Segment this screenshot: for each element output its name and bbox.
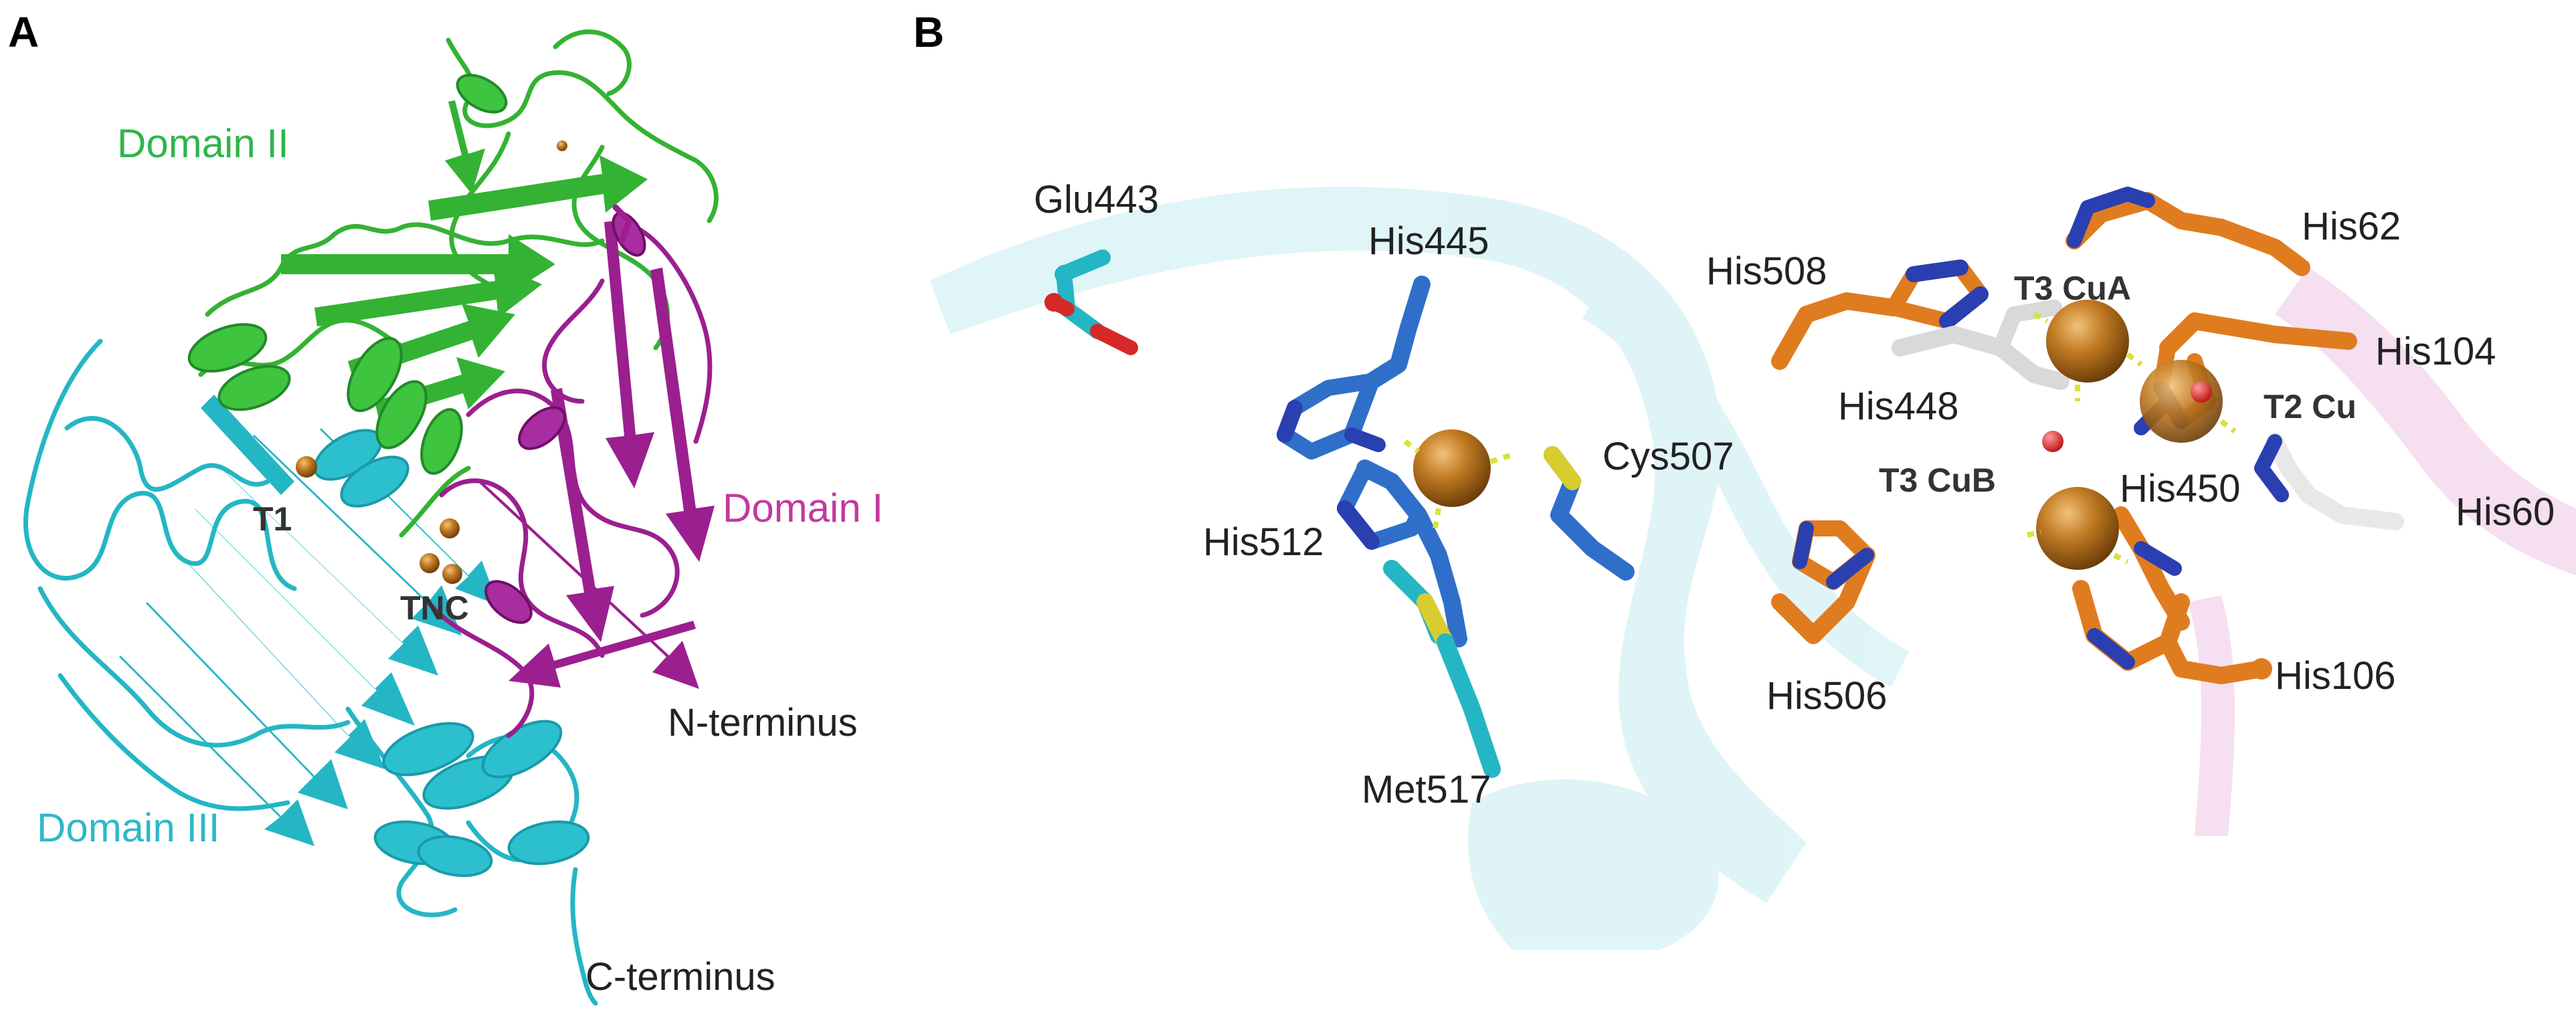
t2-cu-label: T2 Cu	[2264, 388, 2357, 425]
his106-label: His106	[2275, 654, 2396, 698]
his60-label: His60	[2456, 490, 2555, 534]
his450-label: His450	[2120, 467, 2241, 510]
t3-cua-label: T3 CuA	[2014, 270, 2131, 307]
his62-label: His62	[2302, 205, 2401, 248]
t2-water	[2191, 381, 2212, 403]
tnc-coordination-dashes	[2027, 312, 2237, 565]
tnc-copper-atom	[420, 553, 440, 573]
his512-label: His512	[1203, 520, 1324, 564]
his448-label: His448	[1838, 385, 1959, 428]
t1-site-sticks	[1277, 276, 1635, 778]
his104-label: His104	[2375, 330, 2496, 373]
his445-label: His445	[1368, 219, 1489, 263]
t3-cua-copper-atom	[2046, 300, 2129, 383]
n-terminus-label: N-terminus	[668, 701, 858, 744]
domain-iii-ribbon	[23, 338, 598, 1006]
t3-cub-label: T3 CuB	[1879, 462, 1996, 499]
glu443-sticks	[1044, 249, 1138, 355]
tnc-copper-atom	[442, 564, 462, 584]
background-ribbon-cyan	[930, 187, 1910, 950]
t1-copper-atom	[296, 456, 317, 478]
glu443-label: Glu443	[1034, 178, 1159, 221]
panel-a-letter: A	[8, 8, 39, 56]
domain-ii-label: Domain II	[117, 121, 289, 166]
panel-a: A	[8, 8, 883, 1006]
tnc-sticks	[1771, 187, 2404, 684]
met517-label: Met517	[1362, 768, 1491, 811]
panel-a-copper-atoms	[296, 140, 567, 584]
bridging-water	[2042, 431, 2063, 452]
cys507-label: Cys507	[1602, 435, 1734, 478]
copper-atom-small	[557, 140, 567, 151]
tnc-copper-atom	[440, 518, 460, 538]
domain-iii-label: Domain III	[37, 805, 219, 850]
t1-label: T1	[253, 500, 292, 538]
t1-coordination-dashes	[1403, 439, 1513, 529]
his508-label: His508	[1706, 249, 1827, 293]
tnc-label: TNC	[400, 589, 469, 627]
domain-ii-ribbon	[187, 29, 719, 538]
t1-copper-atom	[1413, 429, 1491, 507]
panel-b-letter: B	[913, 8, 944, 56]
domain-i-ribbon	[426, 204, 715, 738]
t3-cub-copper-atom	[2036, 487, 2119, 570]
panel-b: B	[913, 8, 2576, 950]
his506-label: His506	[1766, 674, 1888, 718]
t2-copper-atom	[2140, 360, 2223, 443]
domain-i-label: Domain I	[723, 486, 883, 530]
c-terminus-label: C-terminus	[585, 955, 775, 999]
